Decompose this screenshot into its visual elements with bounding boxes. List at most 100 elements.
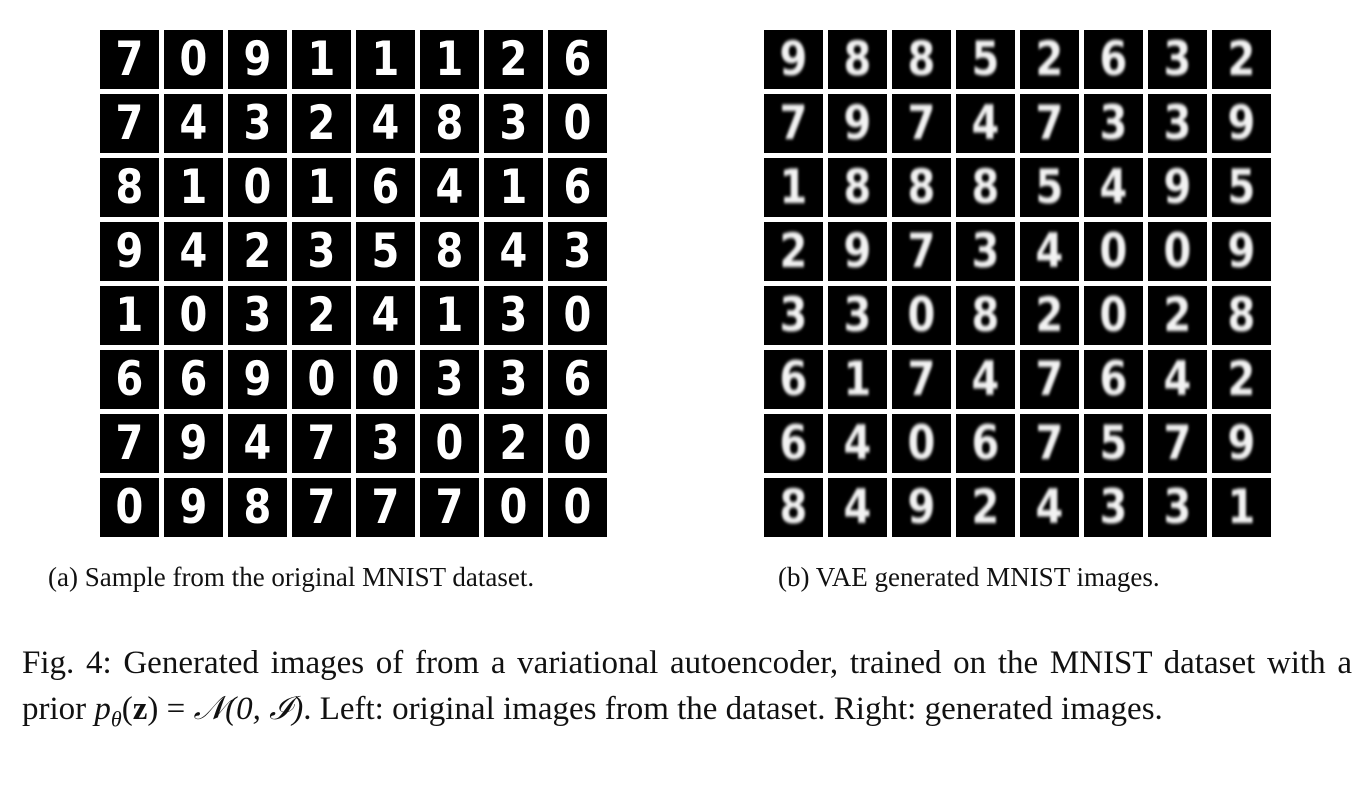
math-paren-open: ( (121, 691, 133, 727)
digit-tile: 7 (1020, 414, 1079, 473)
digit-tile: 8 (228, 478, 287, 537)
digit-glyph: 0 (499, 480, 528, 535)
digit-glyph: 8 (1227, 288, 1256, 343)
digit-tile: 3 (484, 94, 543, 153)
digit-tile: 0 (484, 478, 543, 537)
digit-glyph: 8 (971, 160, 1000, 215)
digit-tile: 0 (292, 350, 351, 409)
digit-glyph: 6 (971, 416, 1000, 471)
digit-tile: 9 (828, 94, 887, 153)
digit-glyph: 9 (843, 224, 872, 279)
digit-tile: 1 (292, 158, 351, 217)
digit-tile: 8 (892, 158, 951, 217)
digit-glyph: 1 (1227, 480, 1256, 535)
digit-glyph: 9 (1163, 160, 1192, 215)
digit-tile: 6 (548, 30, 607, 89)
digit-glyph: 7 (371, 480, 400, 535)
digit-tile: 8 (892, 30, 951, 89)
digit-tile: 4 (164, 94, 223, 153)
digit-glyph: 9 (907, 480, 936, 535)
digit-tile: 3 (1084, 478, 1143, 537)
digit-glyph: 7 (1035, 96, 1064, 151)
digit-glyph: 4 (371, 288, 400, 343)
digit-glyph: 7 (779, 96, 808, 151)
digit-glyph: 0 (1099, 288, 1128, 343)
digit-tile: 3 (1084, 94, 1143, 153)
digit-tile: 2 (1020, 286, 1079, 345)
digit-glyph: 3 (243, 96, 272, 151)
digit-tile: 4 (956, 94, 1015, 153)
digit-tile: 9 (1212, 94, 1271, 153)
digit-glyph: 1 (307, 160, 336, 215)
digit-glyph: 1 (435, 288, 464, 343)
digit-tile: 9 (1212, 222, 1271, 281)
digit-glyph: 6 (371, 160, 400, 215)
digit-tile: 6 (164, 350, 223, 409)
math-args: (0, ℐ) (225, 691, 304, 727)
digit-glyph: 7 (115, 32, 144, 87)
digit-tile: 8 (420, 222, 479, 281)
digit-tile: 1 (356, 30, 415, 89)
digit-glyph: 9 (843, 96, 872, 151)
digit-glyph: 2 (1035, 32, 1064, 87)
digit-tile: 4 (1020, 222, 1079, 281)
digit-glyph: 7 (115, 416, 144, 471)
digit-glyph: 9 (243, 352, 272, 407)
digit-glyph: 2 (971, 480, 1000, 535)
digit-glyph: 6 (779, 416, 808, 471)
digit-glyph: 6 (179, 352, 208, 407)
digit-glyph: 7 (435, 480, 464, 535)
digit-tile: 2 (484, 414, 543, 473)
digit-tile: 8 (100, 158, 159, 217)
digit-tile: 4 (356, 286, 415, 345)
digit-glyph: 0 (179, 32, 208, 87)
digit-glyph: 6 (115, 352, 144, 407)
digit-glyph: 3 (843, 288, 872, 343)
digit-tile: 1 (484, 158, 543, 217)
digit-tile: 7 (1020, 350, 1079, 409)
digit-glyph: 3 (1163, 96, 1192, 151)
digit-glyph: 7 (1035, 352, 1064, 407)
digit-glyph: 0 (1163, 224, 1192, 279)
digit-glyph: 3 (1163, 32, 1192, 87)
digit-glyph: 7 (907, 224, 936, 279)
digit-tile: 6 (100, 350, 159, 409)
digit-glyph: 4 (1099, 160, 1128, 215)
digit-tile: 3 (548, 222, 607, 281)
digit-glyph: 4 (499, 224, 528, 279)
digit-tile: 3 (1148, 94, 1207, 153)
digit-tile: 2 (764, 222, 823, 281)
digit-tile: 3 (1148, 478, 1207, 537)
digit-glyph: 8 (243, 480, 272, 535)
digit-glyph: 0 (307, 352, 336, 407)
digit-glyph: 2 (243, 224, 272, 279)
digit-glyph: 8 (779, 480, 808, 535)
digit-glyph: 8 (907, 32, 936, 87)
digit-tile: 6 (548, 350, 607, 409)
digit-tile: 5 (956, 30, 1015, 89)
digit-glyph: 4 (971, 96, 1000, 151)
digit-glyph: 0 (115, 480, 144, 535)
digit-glyph: 4 (179, 96, 208, 151)
digit-glyph: 0 (1099, 224, 1128, 279)
digit-tile: 2 (1212, 30, 1271, 89)
digit-glyph: 2 (1163, 288, 1192, 343)
digit-tile: 3 (356, 414, 415, 473)
digit-tile: 7 (1020, 94, 1079, 153)
digit-tile: 8 (1212, 286, 1271, 345)
digit-tile: 0 (892, 286, 951, 345)
digit-tile: 5 (1020, 158, 1079, 217)
digit-glyph: 4 (1035, 480, 1064, 535)
digit-tile: 9 (228, 350, 287, 409)
digit-glyph: 2 (779, 224, 808, 279)
digit-tile: 0 (228, 158, 287, 217)
digit-glyph: 0 (563, 480, 592, 535)
digit-tile: 0 (1084, 222, 1143, 281)
digit-tile: 1 (420, 30, 479, 89)
digit-glyph: 0 (435, 416, 464, 471)
digit-glyph: 5 (971, 32, 1000, 87)
digit-tile: 2 (956, 478, 1015, 537)
digit-glyph: 4 (1163, 352, 1192, 407)
digit-glyph: 3 (1099, 96, 1128, 151)
digit-glyph: 5 (371, 224, 400, 279)
